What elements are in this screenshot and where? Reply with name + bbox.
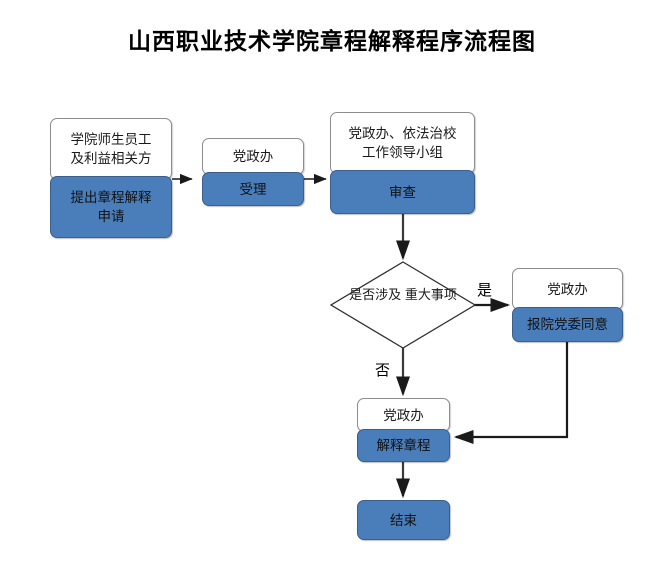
node-report-actor: 党政办	[512, 268, 623, 310]
node-review-actor-line1: 党政办、依法治校	[348, 126, 457, 141]
node-report-actor-line1: 党政办	[547, 281, 588, 297]
node-end-label: 结束	[390, 512, 417, 528]
node-interpret-actor: 党政办	[357, 398, 450, 432]
decision-label-line2: 重大事项	[404, 287, 457, 302]
decision-major-matter[interactable]: 是否涉及 重大事项	[343, 285, 463, 304]
node-requester-action[interactable]: 提出章程解释 申请	[50, 176, 172, 238]
node-interpret-action-line1: 解释章程	[376, 438, 431, 453]
node-interpret-actor-line1: 党政办	[383, 407, 424, 423]
node-report-party-committee[interactable]: 党政办 报院党委同意	[512, 268, 623, 342]
node-requester-actor: 学院师生员工 及利益相关方	[50, 118, 172, 180]
page-title: 山西职业技术学院章程解释程序流程图	[128, 29, 536, 54]
node-accept-action-line1: 受理	[239, 181, 267, 197]
node-end[interactable]: 结束	[357, 500, 450, 540]
node-accept-action[interactable]: 受理	[202, 172, 304, 206]
edge-n4-n5	[453, 342, 569, 445]
branch-label-no: 否	[375, 363, 391, 379]
node-requester-actor-line1: 学院师生员工	[70, 132, 152, 147]
decision-label-line1: 是否涉及	[349, 287, 402, 302]
node-requester-actor-line2: 及利益相关方	[70, 151, 152, 166]
node-review-actor: 党政办、依法治校 工作领导小组	[330, 112, 475, 174]
node-requester[interactable]: 学院师生员工 及利益相关方 提出章程解释 申请	[50, 118, 172, 238]
node-accept-actor-line1: 党政办	[232, 149, 274, 164]
branch-label-yes: 是	[477, 283, 493, 299]
decision-diamond-shape	[329, 261, 477, 349]
node-report-action[interactable]: 报院党委同意	[512, 307, 623, 342]
node-review-action-line1: 审查	[389, 184, 416, 200]
node-interpret-action[interactable]: 解释章程	[357, 429, 450, 462]
node-review-actor-line2: 工作领导小组	[362, 145, 443, 160]
node-requester-action-line2: 申请	[97, 209, 125, 224]
node-interpret-charter[interactable]: 党政办 解释章程	[357, 398, 450, 462]
node-accept[interactable]: 党政办 受理	[202, 138, 304, 206]
node-accept-actor: 党政办	[202, 138, 304, 175]
node-review-action[interactable]: 审查	[330, 170, 475, 214]
node-report-action-line1: 报院党委同意	[527, 317, 608, 332]
node-review[interactable]: 党政办、依法治校 工作领导小组 审查	[330, 112, 475, 214]
node-requester-action-line1: 提出章程解释	[70, 190, 152, 205]
